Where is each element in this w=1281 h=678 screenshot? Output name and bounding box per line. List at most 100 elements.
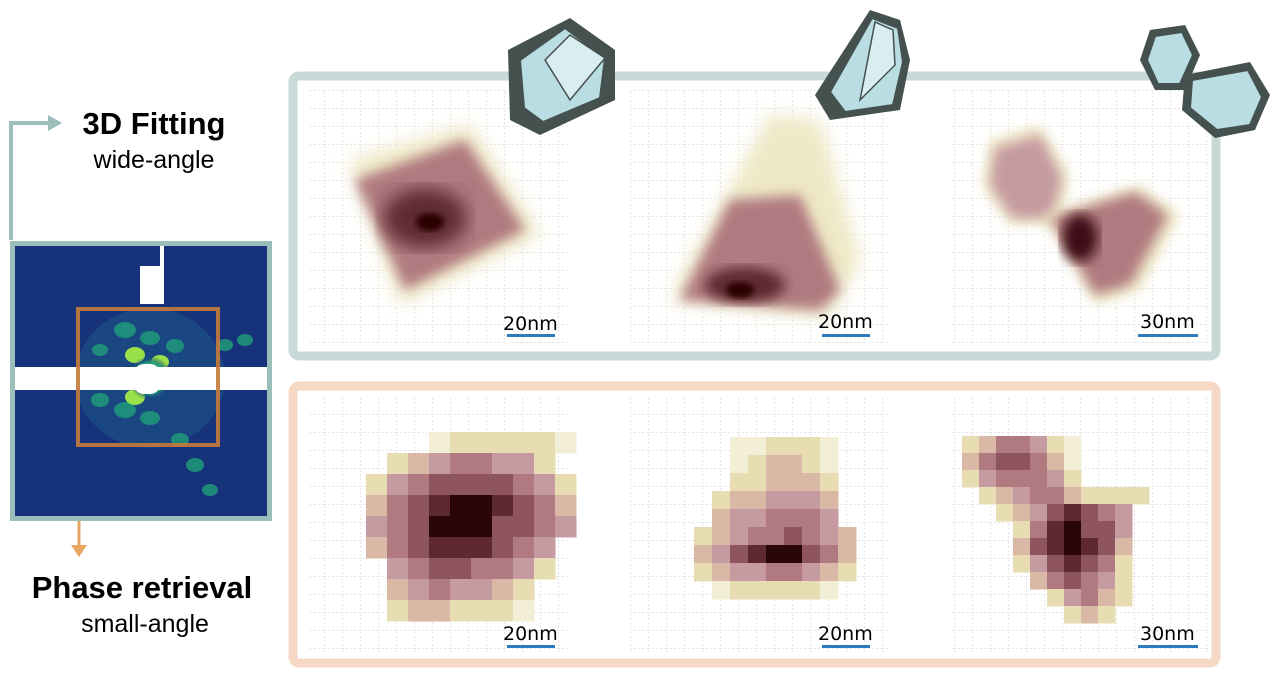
density-pixel (1098, 572, 1116, 590)
density-pixel (408, 558, 430, 580)
density-pixel (748, 455, 767, 474)
density-pixel (996, 504, 1014, 522)
density-pixel (471, 516, 493, 538)
density-pixel (471, 537, 493, 559)
density-pixel (387, 474, 409, 496)
density-pixel (730, 491, 749, 510)
density-pixel (1047, 572, 1065, 590)
density-pixel (979, 470, 997, 488)
density-pixel (838, 563, 857, 582)
density-pixel (1064, 538, 1082, 556)
density-pixel (1047, 453, 1065, 471)
density-pixel (555, 432, 577, 454)
density-pixel (838, 527, 857, 546)
density-pixel (730, 455, 749, 474)
density-pixel (694, 527, 713, 546)
density-pixel (1047, 470, 1065, 488)
density-pixel (1115, 589, 1133, 607)
density-pixel (534, 474, 556, 496)
density-pixel (784, 509, 803, 528)
density-pixel (1098, 555, 1116, 573)
density-pixel (429, 432, 451, 454)
density-pixel (712, 581, 731, 600)
density-pixel (1030, 487, 1048, 505)
density-pixel (1081, 589, 1099, 607)
density-pixel (962, 453, 980, 471)
density-pixel (1064, 521, 1082, 539)
density-pixel (450, 537, 472, 559)
density-pixel (450, 453, 472, 475)
density-pixel (730, 563, 749, 582)
density-pixel (996, 487, 1014, 505)
diffraction-detector-image (10, 241, 272, 521)
small-angle-title: Phase retrieval (31, 570, 253, 605)
density-pixel (408, 453, 430, 475)
density-pixel (1013, 521, 1031, 539)
density-pixel (996, 470, 1014, 488)
density-pixel (1064, 504, 1082, 522)
density-pixel (1132, 487, 1150, 505)
density-pixel (820, 491, 839, 510)
density-pixel (820, 581, 839, 600)
fit-density-2 (670, 115, 860, 318)
density-pixel (1030, 504, 1048, 522)
density-pixel (429, 495, 451, 517)
density-pixel (1081, 572, 1099, 590)
density-pixel (712, 509, 731, 528)
density-pixel (408, 600, 430, 622)
density-pixel (492, 600, 514, 622)
density-pixel (766, 563, 785, 582)
density-pixel (1081, 606, 1099, 624)
density-pixel (1064, 453, 1082, 471)
density-pixel (784, 473, 803, 492)
roi-box (76, 307, 220, 447)
scale-label-bottom-1: 20nm (503, 623, 558, 645)
density-pixel (471, 495, 493, 517)
density-pixel (1064, 555, 1082, 573)
density-pixel (820, 509, 839, 528)
density-pixel (513, 537, 535, 559)
density-pixel (766, 581, 785, 600)
density-pixel (408, 537, 430, 559)
density-pixel (748, 581, 767, 600)
density-pixel (555, 474, 577, 496)
density-pixel (513, 579, 535, 601)
density-pixel (694, 563, 713, 582)
density-pixel (429, 516, 451, 538)
phase-density-3 (962, 436, 1150, 624)
density-pixel (820, 545, 839, 564)
density-pixel (1081, 538, 1099, 556)
density-pixel (450, 600, 472, 622)
density-pixel (748, 545, 767, 564)
density-pixel (450, 579, 472, 601)
density-pixel (513, 495, 535, 517)
density-pixel (471, 600, 493, 622)
density-pixel (1064, 606, 1082, 624)
wide-angle-title: 3D Fitting (82, 106, 226, 141)
density-pixel (534, 558, 556, 580)
density-pixel (1115, 487, 1133, 505)
scale-label-top-2: 20nm (818, 311, 873, 333)
density-pixel (555, 516, 577, 538)
scale-label-top-3: 30nm (1140, 311, 1195, 333)
crystal-model-2 (815, 10, 910, 120)
density-pixel (1081, 521, 1099, 539)
density-pixel (730, 473, 749, 492)
density-pixel (730, 545, 749, 564)
density-pixel (534, 432, 556, 454)
density-pixel (730, 437, 749, 456)
density-pixel (712, 563, 731, 582)
density-pixel (1047, 589, 1065, 607)
phase-density-2 (694, 437, 857, 600)
density-pixel (1081, 555, 1099, 573)
density-pixel (408, 495, 430, 517)
density-pixel (748, 437, 767, 456)
density-pixel (429, 579, 451, 601)
density-pixel (766, 473, 785, 492)
density-pixel (513, 432, 535, 454)
density-pixel (1047, 504, 1065, 522)
density-pixel (1064, 572, 1082, 590)
density-pixel (534, 453, 556, 475)
density-pixel (387, 600, 409, 622)
